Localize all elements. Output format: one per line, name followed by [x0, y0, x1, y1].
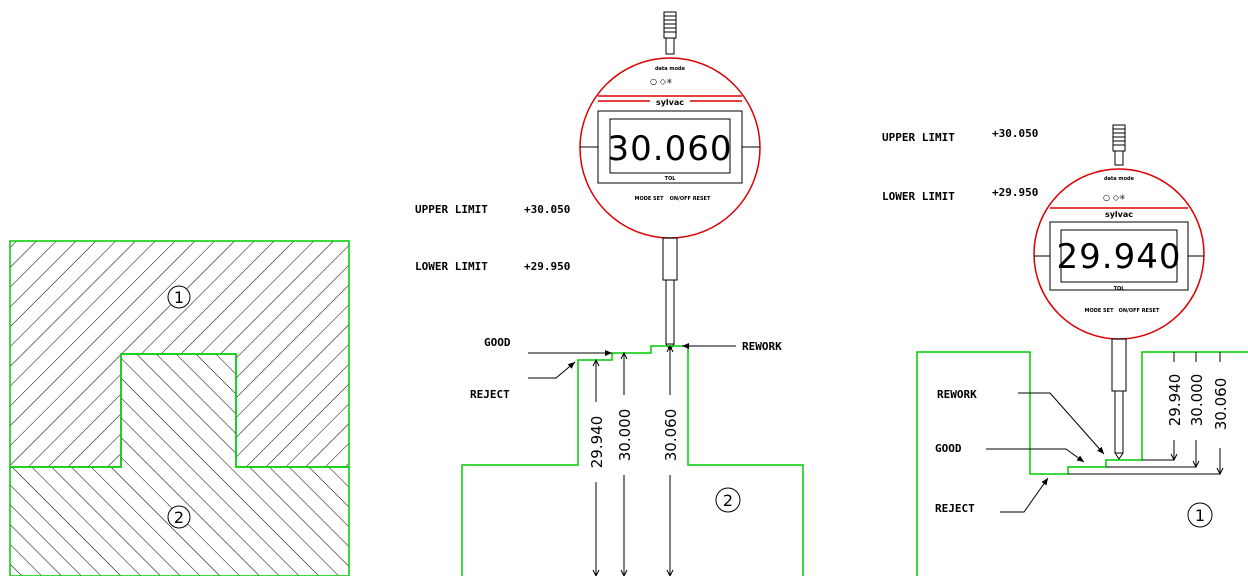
- part-2-number: 2: [174, 508, 184, 527]
- indicator-spindle-right: [1114, 390, 1124, 454]
- part-2-balloon-mid: [715, 487, 741, 513]
- indicator-brand: sylvac: [656, 98, 684, 107]
- part-2-outline: [461, 345, 804, 576]
- indicator-tol: TOL: [665, 176, 677, 182]
- right-gauge-figure: UPPER LIMIT +30.050 LOWER LIMIT +29.950 …: [882, 124, 1248, 576]
- dim-30-060: 30.060: [662, 409, 680, 462]
- part-2-balloon: [167, 505, 191, 529]
- indicator-top-text-right: data mode: [1104, 176, 1135, 182]
- reject-label: REJECT: [470, 388, 510, 401]
- indicator-mode-button-right: MODE SET: [1085, 308, 1115, 314]
- part-1-number: 1: [174, 288, 184, 307]
- lower-limit-value: +29.950: [524, 260, 570, 273]
- good-label: GOOD: [484, 336, 511, 349]
- indicator-icons: ○ ◇✳: [650, 77, 673, 86]
- indicator-onoff-button: ON/OFF RESET: [670, 196, 711, 202]
- indicator-stem: [662, 237, 678, 281]
- indicator-onoff-button-right: ON/OFF RESET: [1119, 308, 1160, 314]
- part-2-number-mid: 2: [723, 491, 733, 510]
- reject-label-right: REJECT: [935, 502, 975, 515]
- lower-limit-value-right: +29.950: [992, 186, 1038, 199]
- indicator-reading-right: 29.940: [1057, 237, 1182, 277]
- indicator-stem-right: [1111, 338, 1127, 392]
- upper-limit-label-right: UPPER LIMIT: [882, 131, 955, 144]
- upper-limit-value-right: +30.050: [992, 127, 1038, 140]
- indicator-mode-button: MODE SET: [635, 196, 665, 202]
- indicator-top-text: data mode: [655, 66, 686, 72]
- indicator-brand-right: sylvac: [1105, 210, 1133, 219]
- upper-limit-label: UPPER LIMIT: [415, 203, 488, 216]
- dim-29-940-right: 29.940: [1166, 374, 1184, 427]
- dim-29-940: 29.940: [588, 416, 606, 469]
- rework-label: REWORK: [742, 340, 782, 353]
- indicator-icons-right: ○ ◇✳: [1103, 193, 1126, 202]
- part-1-number-right: 1: [1195, 506, 1205, 525]
- part-1-outline: [916, 351, 1248, 576]
- indicator-spindle: [665, 279, 675, 345]
- part-1-balloon: [167, 285, 191, 309]
- dim-30-000: 30.000: [616, 409, 634, 462]
- part-2-section: [9, 353, 350, 576]
- indicator-tol-right: TOL: [1114, 286, 1126, 292]
- middle-gauge-figure: data mode ○ ◇✳ sylvac 30.060 TOL MODE SE…: [415, 11, 804, 576]
- part-1-balloon-right: [1187, 502, 1213, 528]
- dim-30-060-right: 30.060: [1212, 378, 1230, 431]
- lower-limit-label: LOWER LIMIT: [415, 260, 488, 273]
- dim-30-000-right: 30.000: [1188, 374, 1206, 427]
- indicator-reading: 30.060: [608, 129, 733, 169]
- good-label-right: GOOD: [935, 442, 962, 455]
- lower-limit-label-right: LOWER LIMIT: [882, 190, 955, 203]
- left-section-figure: 1 2: [9, 240, 350, 576]
- rework-label-right: REWORK: [937, 388, 977, 401]
- upper-limit-value: +30.050: [524, 203, 570, 216]
